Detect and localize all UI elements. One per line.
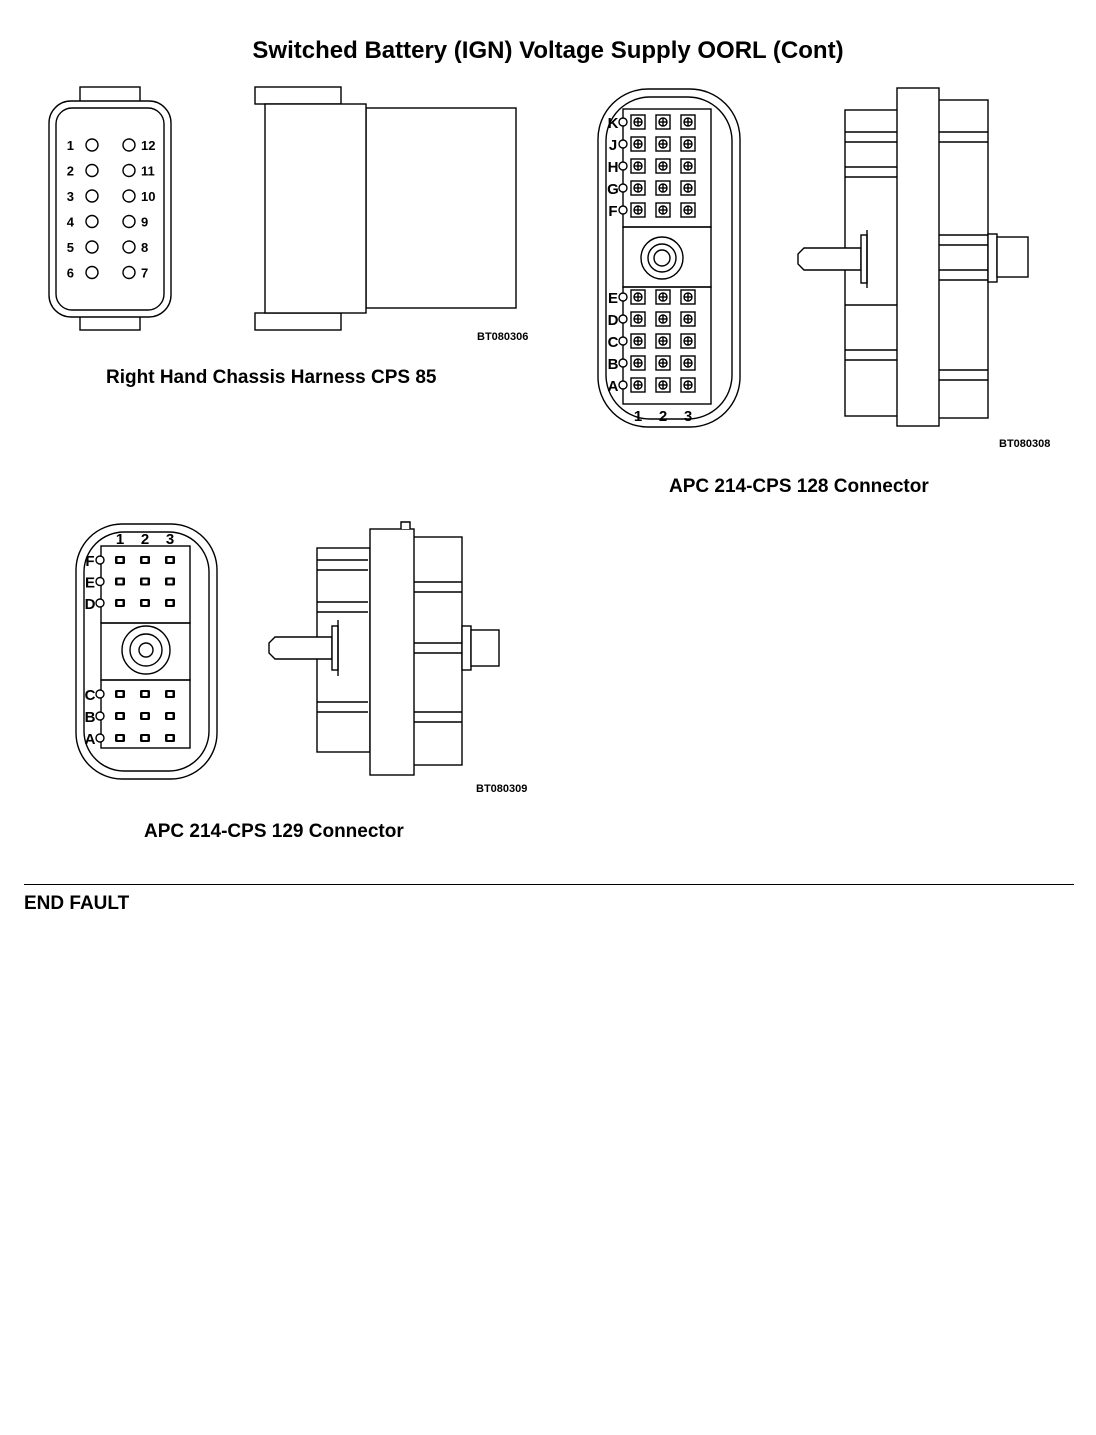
latch-notch	[95, 733, 105, 743]
cps128-caption: APC 214-CPS 128 Connector	[669, 476, 929, 497]
row-letter-label: C	[608, 334, 619, 351]
column-number-label: 3	[684, 408, 692, 425]
column-number-label: 1	[116, 531, 124, 548]
row-letter-label: D	[608, 312, 619, 329]
pin-number-label: 10	[141, 189, 155, 204]
latch-notch	[618, 139, 628, 149]
cps85-side-diagram	[254, 86, 517, 331]
cps128-figure-id: BT080308	[999, 438, 1051, 450]
latch-notch	[618, 380, 628, 390]
pin-number-label: 3	[67, 189, 74, 204]
pin-cavity	[122, 138, 136, 152]
latch-notch	[618, 336, 628, 346]
pin-cavity	[85, 265, 99, 280]
latch-notch	[95, 598, 105, 608]
end-fault-label: END FAULT	[24, 893, 130, 914]
pin-number-label: 5	[67, 240, 74, 255]
latch-notch	[618, 292, 628, 302]
pin-cavity	[122, 240, 136, 254]
row-letter-label: A	[608, 378, 619, 395]
latch-notch	[618, 117, 628, 127]
latch-notch	[618, 358, 628, 368]
pin-number-label: 1	[67, 138, 74, 153]
pin-cavity	[85, 138, 99, 152]
page-title: Switched Battery (IGN) Voltage Supply OO…	[252, 37, 844, 64]
cps128-side-diagram	[797, 87, 1029, 427]
cps129-caption: APC 214-CPS 129 Connector	[144, 821, 404, 842]
column-number-label: 3	[166, 531, 174, 548]
latch-notch	[95, 555, 105, 565]
cps129-figure-id: BT080309	[476, 783, 528, 795]
latch-notch	[618, 161, 628, 171]
pin-cavity	[85, 189, 99, 203]
pin-number-label: 8	[141, 240, 148, 255]
cps85-figure-id: BT080306	[477, 331, 529, 343]
latch-notch	[618, 205, 628, 215]
row-letter-label: E	[85, 575, 95, 592]
cps129-side-diagram	[268, 521, 500, 776]
latch-notch	[618, 314, 628, 324]
column-number-label: 2	[659, 408, 667, 425]
row-letter-label: C	[85, 687, 96, 704]
row-letter-label: K	[608, 115, 619, 132]
row-letter-label: G	[607, 181, 619, 198]
pin-number-label: 6	[67, 266, 74, 281]
pin-cavity	[122, 163, 136, 178]
pin-cavity	[85, 163, 99, 178]
pin-number-label: 11	[141, 164, 155, 179]
pin-cavity	[85, 214, 99, 229]
pin-cavity	[122, 265, 136, 280]
row-letter-label: D	[85, 596, 96, 613]
section-divider	[24, 884, 1074, 885]
pin-cavity	[122, 189, 136, 203]
pin-number-label: 4	[67, 215, 75, 230]
row-letter-label: J	[609, 137, 617, 154]
pin-number-label: 2	[67, 164, 74, 179]
row-letter-label: F	[85, 553, 94, 570]
latch-notch	[95, 689, 105, 699]
latch-notch	[95, 576, 105, 587]
column-number-label: 2	[141, 531, 149, 548]
pin-cavity	[85, 240, 99, 254]
row-letter-label: F	[608, 203, 617, 220]
pin-number-label: 12	[141, 138, 155, 153]
pin-number-label: 7	[141, 266, 148, 281]
row-letter-label: H	[608, 159, 619, 176]
row-letter-label: E	[608, 290, 618, 307]
row-letter-label: B	[608, 356, 619, 373]
pin-number-label: 9	[141, 215, 148, 230]
pin-cavity	[122, 214, 136, 229]
cps85-caption: Right Hand Chassis Harness CPS 85	[106, 367, 437, 388]
row-letter-label: A	[85, 731, 96, 748]
column-number-label: 1	[634, 408, 642, 425]
row-letter-label: B	[85, 709, 96, 726]
latch-notch	[618, 183, 628, 193]
latch-notch	[95, 711, 105, 721]
